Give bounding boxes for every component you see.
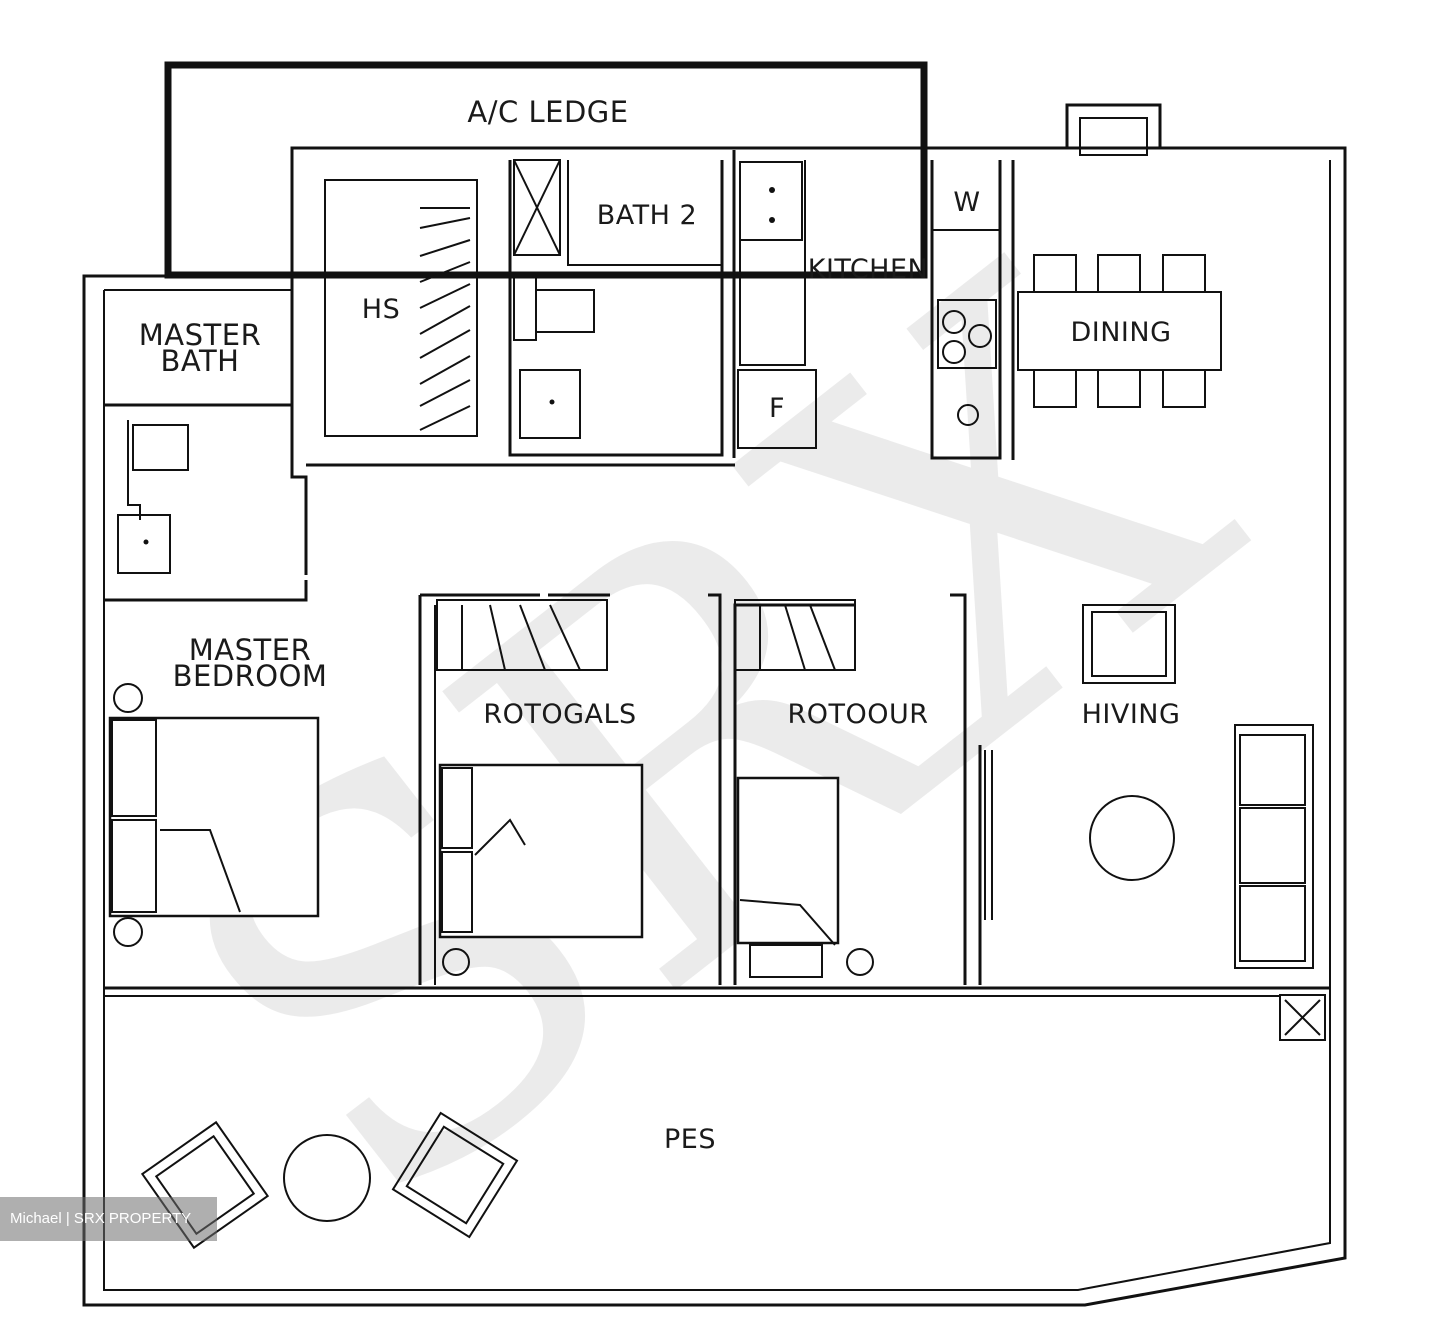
label-master-bedroom-line1: MASTER	[189, 633, 311, 667]
coffee-table	[1089, 795, 1175, 881]
ac-ledge-outline	[164, 61, 928, 279]
label-household-shelter: HS	[362, 294, 400, 325]
label-bedroom3: ROTOOUR	[787, 699, 928, 730]
label-living: HIVING	[1082, 699, 1181, 730]
label-master-bath-line1: MASTER	[139, 318, 261, 352]
label-pes: PES	[664, 1124, 716, 1155]
outer-walls	[82, 61, 1347, 1307]
label-dining: DINING	[1070, 317, 1171, 348]
sofa	[1234, 724, 1314, 969]
photo-credit: Michael | SRX PROPERTY	[0, 1197, 217, 1241]
label-washer: W	[953, 187, 980, 218]
fridge-outline	[737, 369, 817, 449]
label-master-bedroom-line2: BEDROOM	[173, 659, 328, 693]
bedroom2-bed	[438, 763, 644, 939]
label-kitchen: KITCHEN	[808, 254, 929, 285]
label-bedroom2: ROTOGALS	[483, 699, 636, 730]
armchair	[1082, 604, 1176, 684]
label-bath2: BATH 2	[597, 200, 697, 231]
room-labels: A/C LEDGE BATH 2 KITCHEN W DINING MASTER…	[139, 95, 1181, 1155]
furniture	[108, 604, 1314, 1250]
label-ac-ledge: A/C LEDGE	[467, 95, 628, 129]
bedroom3-bed	[736, 776, 840, 945]
household-shelter-outline	[324, 179, 478, 437]
label-master-bath-line2: BATH	[160, 344, 239, 378]
label-fridge: F	[769, 393, 785, 424]
interior-walls	[104, 150, 1330, 1041]
